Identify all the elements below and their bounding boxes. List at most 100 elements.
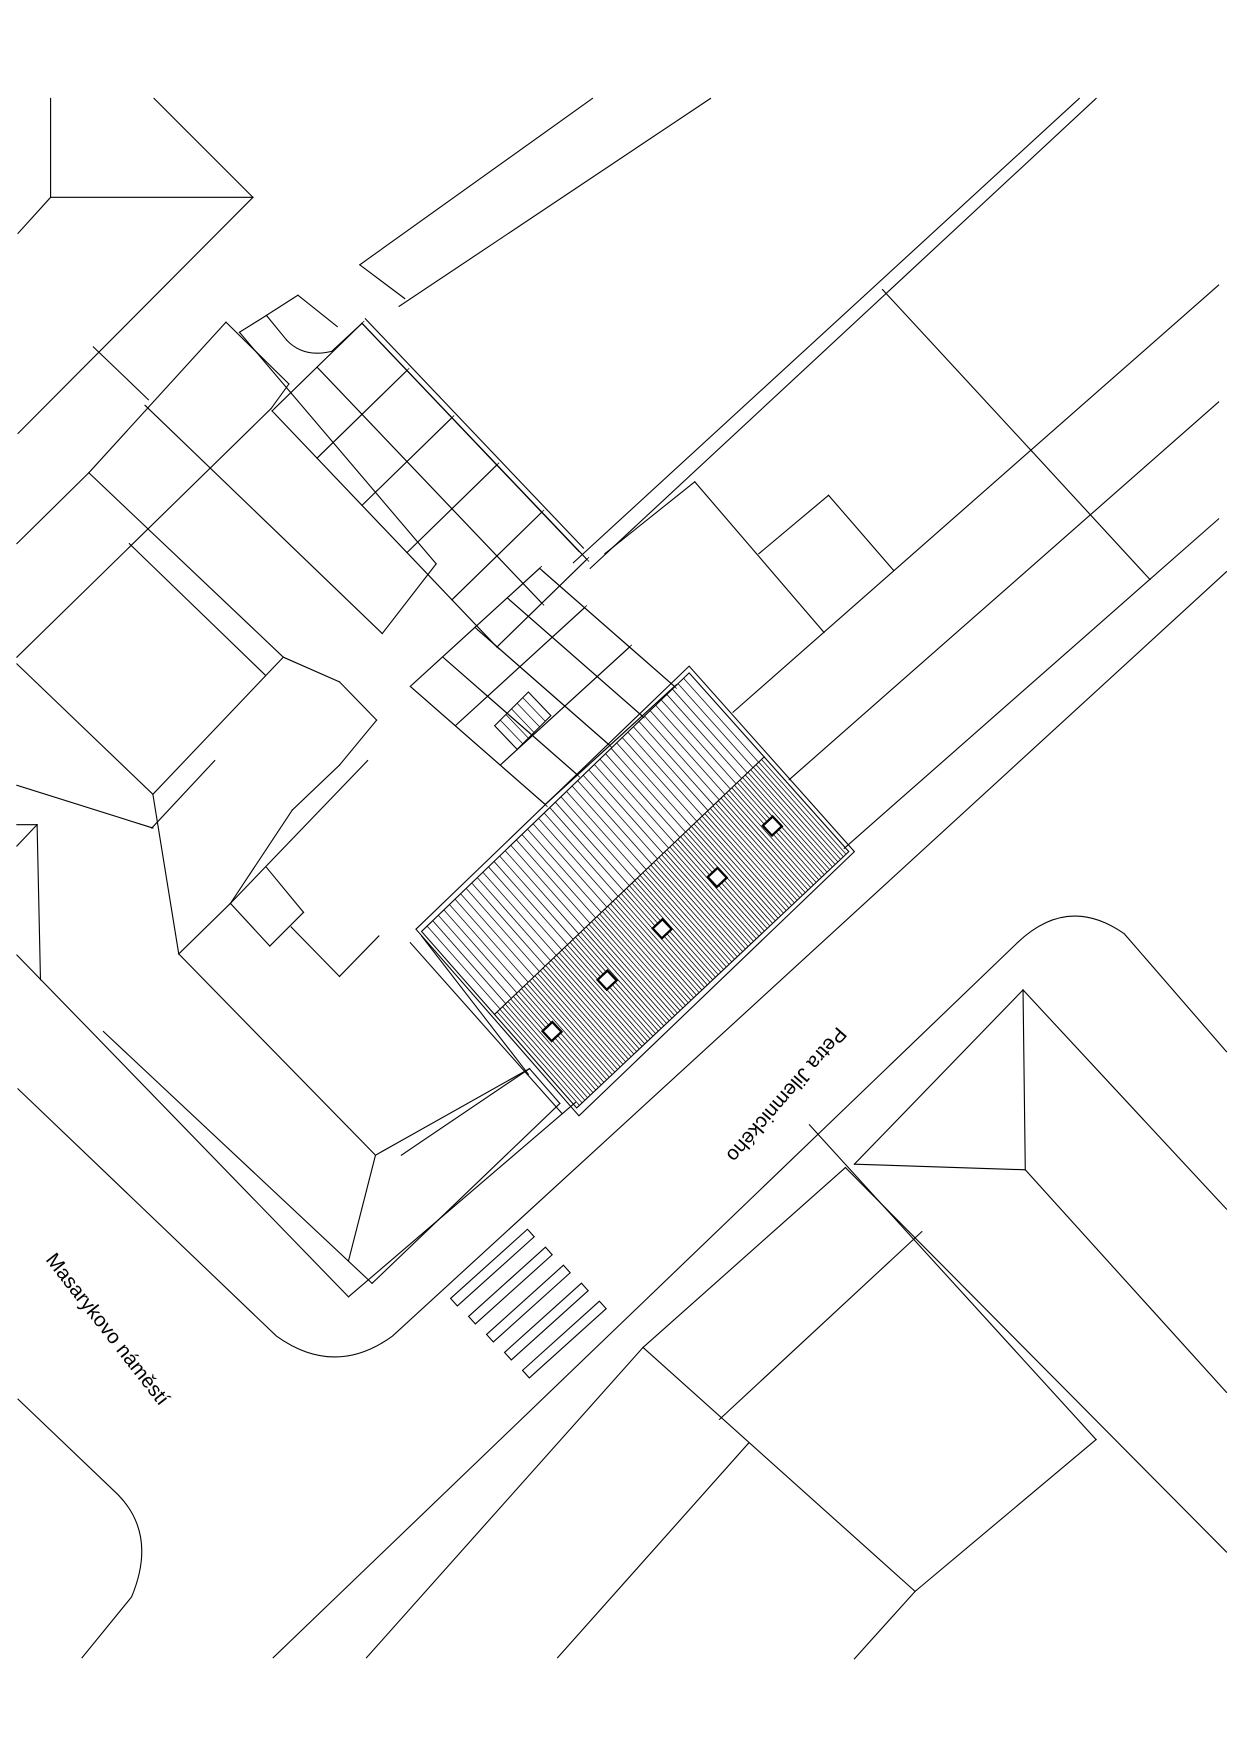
- outline-line: [144, 404, 384, 635]
- roof-hatch-dark: [610, 903, 694, 999]
- outline-line: [844, 1166, 1228, 1553]
- outline-line: [1022, 989, 1026, 1171]
- roof-hatch-dark: [664, 851, 749, 947]
- roof-hatch-dark: [704, 813, 790, 909]
- roof-hatch-dark: [715, 802, 801, 899]
- roof-hatch-light: [471, 882, 546, 967]
- roof-hatch-light: [527, 828, 602, 913]
- upper-grid-row-line: [274, 320, 365, 409]
- outline-line: [16, 663, 154, 796]
- roof-hatch-dark: [744, 774, 831, 870]
- roof-hatch-dark: [747, 772, 833, 868]
- roof-hatch-light: [571, 785, 647, 870]
- hatched-roof-building: [415, 665, 856, 1117]
- outline-line: [365, 1346, 644, 1659]
- outline-line: [642, 1346, 916, 1593]
- roof-hatch-dark: [572, 939, 656, 1034]
- roof-hatch-dark: [629, 885, 714, 981]
- outline-line: [853, 1163, 1026, 1171]
- skylight-icon: [651, 917, 674, 940]
- roof-hatch-light: [566, 791, 641, 876]
- roof-hatch-dark: [691, 826, 776, 922]
- outline-line: [17, 196, 52, 235]
- roof-hatch-dark: [513, 996, 597, 1091]
- roof-hatch-dark: [534, 975, 618, 1070]
- roof-hatch-light: [621, 737, 698, 822]
- lower-grid-row-line: [412, 565, 543, 685]
- roof-hatch-light: [504, 850, 580, 935]
- roof-hatch-dark: [515, 993, 599, 1088]
- roof-hatch-light: [660, 699, 737, 784]
- upper-grid-row-line: [498, 556, 590, 646]
- outline-line: [347, 1101, 577, 1298]
- roof-hatch-dark: [591, 921, 675, 1016]
- roof-hatch-light: [638, 721, 714, 806]
- roof-hatch-dark: [550, 960, 635, 1055]
- roof-hatch-light: [672, 688, 748, 774]
- roof-hatch-light: [582, 774, 658, 860]
- roof-hatch-dark: [753, 766, 839, 863]
- roof-hatch-dark: [607, 906, 692, 1001]
- roof-hatch-light: [594, 764, 669, 849]
- roof-hatch-dark: [680, 836, 765, 932]
- roof-hatch-dark: [639, 875, 724, 970]
- roof-hatch-light: [666, 694, 742, 779]
- roof-hatch-light: [616, 742, 692, 827]
- roof-hatch-dark: [545, 965, 629, 1060]
- outline-line: [16, 784, 154, 829]
- roof-hatch-light: [633, 726, 709, 811]
- roof-hatch-light: [555, 801, 630, 886]
- roof-hatch-dark: [602, 911, 686, 1006]
- upper-grid-row-line: [408, 462, 500, 551]
- courtyard-curved-wall: [285, 322, 363, 354]
- outline-line: [1031, 450, 1151, 581]
- roof-hatch-dark: [526, 983, 610, 1078]
- outline-line: [853, 989, 1024, 1165]
- roof-hatch-light: [493, 861, 568, 945]
- roof-hatch-light: [683, 678, 759, 763]
- stair-tread: [511, 708, 535, 733]
- outline-line: [128, 542, 267, 676]
- outline-line: [556, 1442, 750, 1659]
- outline-line: [88, 471, 285, 658]
- roof-hatch-dark: [593, 918, 678, 1014]
- roof-hatch-dark: [709, 808, 795, 904]
- roof-outline: [420, 672, 850, 1109]
- outline-line: [381, 563, 437, 635]
- stair-tread: [516, 702, 540, 728]
- roof-hatch-light: [605, 753, 681, 838]
- roof-hatch-dark: [553, 957, 637, 1052]
- outline-line: [358, 264, 406, 300]
- roof-hatch-dark: [650, 864, 735, 960]
- outline-line: [853, 1590, 916, 1660]
- outline-line: [92, 346, 150, 401]
- corner-curve-masarykovo-south: [17, 1398, 143, 1659]
- outline-line: [338, 935, 380, 978]
- outline-line: [732, 284, 1220, 714]
- roof-hatch-dark: [599, 913, 684, 1009]
- roof-hatch-light: [454, 898, 529, 983]
- outline-line: [265, 294, 299, 317]
- roof-hatch-light: [438, 915, 512, 999]
- lower-grid-col-line: [541, 570, 678, 689]
- outline-line: [269, 911, 305, 947]
- roof-hatch-dark: [523, 985, 607, 1081]
- outline-line: [177, 902, 232, 955]
- roof-hatch-dark: [507, 1001, 591, 1096]
- roof-hatch-dark: [575, 936, 659, 1032]
- outline-line: [102, 1030, 373, 1285]
- lower-grid-row-line: [457, 605, 588, 724]
- roof-hatch-light: [627, 731, 703, 817]
- roof-hatch-light: [449, 904, 523, 988]
- outline-line: [1022, 989, 1228, 1210]
- roof-hatch-dark: [558, 952, 643, 1047]
- roof-hatch-dark: [537, 972, 621, 1068]
- roof-eave-outline: [415, 665, 856, 1117]
- roof-hatch-dark: [496, 1011, 580, 1106]
- outline-line: [16, 954, 98, 1038]
- roof-hatch-dark: [726, 792, 811, 888]
- roof-ridge-line: [493, 756, 765, 1016]
- outline-line: [290, 926, 341, 978]
- roof-hatch-light: [460, 893, 535, 978]
